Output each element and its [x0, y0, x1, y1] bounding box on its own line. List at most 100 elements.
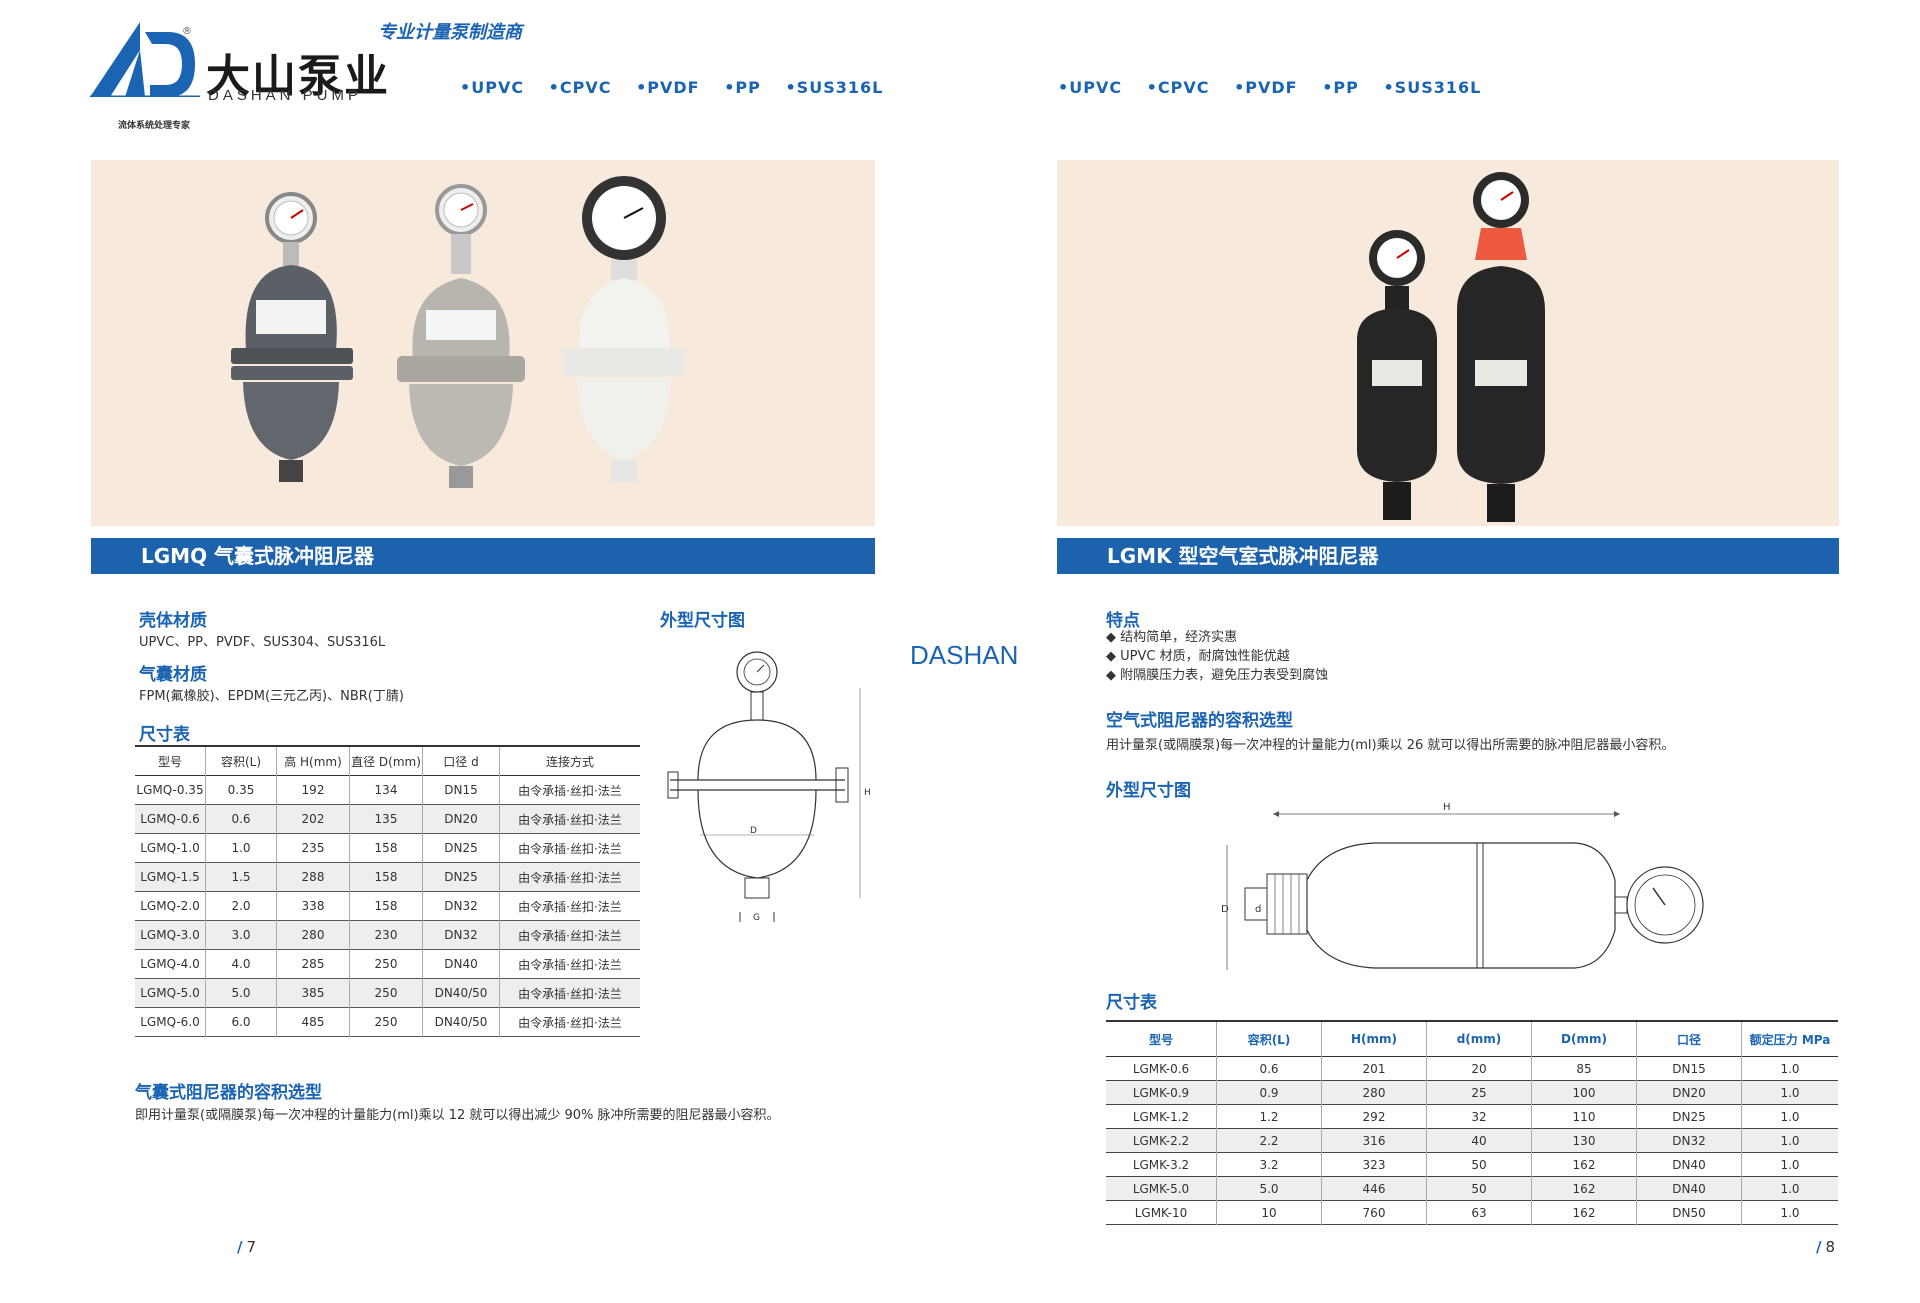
material-item: •PP: [724, 78, 761, 97]
table-cell: DN40: [1636, 1176, 1742, 1201]
table-cell: 162: [1531, 1200, 1637, 1225]
column-header: 连接方式: [545, 754, 594, 769]
lgmq-product-photo: [91, 160, 875, 526]
material-item: •SUS316L: [785, 78, 884, 97]
sub-tagline: 流体系统处理专家: [118, 121, 191, 131]
table-cell: 162: [1531, 1176, 1637, 1201]
lgmk-section-banner: LGMK 型空气室式脉冲阻尼器: [1057, 538, 1839, 574]
column-header: 容积(L): [1216, 1021, 1322, 1057]
bladder-selection-title: 气囊式阻尼器的容积选型: [135, 1083, 322, 1103]
table-cell: 3.2: [1216, 1152, 1322, 1177]
table-cell: 135: [349, 804, 423, 834]
table-cell: LGMK-5.0: [1106, 1176, 1217, 1201]
table-cell: 192: [276, 775, 350, 805]
air-selection-text: 用计量泵(或隔膜泵)每一次冲程的计量能力(ml)乘以 26 就可以得出所需要的脉…: [1106, 738, 1675, 753]
table-cell: 由令承插·丝扣·法兰: [518, 812, 622, 827]
table-cell: 323: [1321, 1152, 1427, 1177]
outline-drawing-title: 外型尺寸图: [660, 611, 745, 631]
table-cell: LGMK-0.9: [1106, 1080, 1217, 1105]
table-cell: 230: [349, 920, 423, 950]
table-header-row: 型号 容积(L) H(mm) d(mm) D(mm) 口径 额定压力 MPa: [1106, 1021, 1838, 1057]
page-number-value: 8: [1825, 1238, 1836, 1256]
table-cell: LGMQ-4.0: [135, 949, 206, 979]
table-cell: 6.0: [205, 1007, 277, 1037]
table-cell: DN50: [1636, 1200, 1742, 1225]
table-cell: 40: [1426, 1128, 1532, 1153]
lgmq-section-banner: LGMQ 气囊式脉冲阻尼器: [91, 538, 875, 574]
feature-item: ◆ 结构简单，经济实惠: [1106, 630, 1238, 645]
material-item: •PP: [1322, 78, 1359, 97]
column-header: H(mm): [1321, 1021, 1427, 1057]
table-cell: 3.0: [205, 920, 277, 950]
table-cell: 100: [1531, 1080, 1637, 1105]
column-header: 容积(L): [205, 746, 277, 776]
table-cell: LGMQ-6.0: [135, 1007, 206, 1037]
table-cell: 85: [1531, 1056, 1637, 1081]
table-cell: 1.0: [1780, 1109, 1800, 1124]
table-cell: 130: [1531, 1128, 1637, 1153]
table-cell: 446: [1321, 1176, 1427, 1201]
table-cell: LGMQ-0.6: [135, 804, 206, 834]
table-cell: 250: [349, 1007, 423, 1037]
table-cell: 0.6: [1216, 1056, 1322, 1081]
table-cell: 485: [276, 1007, 350, 1037]
table-cell: DN15: [1636, 1056, 1742, 1081]
table-cell: LGMQ-2.0: [135, 891, 206, 921]
page-number-right: /8: [1816, 1238, 1836, 1256]
shell-material-title: 壳体材质: [139, 611, 207, 631]
column-header: 额定压力 MPa: [1749, 1032, 1831, 1047]
lgmq-size-table: 型号 容积(L) 高 H(mm) 直径 D(mm) 口径 d 连接方式 LGMQ…: [135, 745, 640, 1037]
material-item: •PVDF: [1234, 78, 1298, 97]
table-cell: 134: [349, 775, 423, 805]
table-cell: 由令承插·丝扣·法兰: [518, 783, 622, 798]
column-header: d(mm): [1426, 1021, 1532, 1057]
bladder-material-text: FPM(氟橡胶)、EPDM(三元乙丙)、NBR(丁腈): [139, 689, 404, 704]
table-cell: 由令承插·丝扣·法兰: [518, 870, 622, 885]
column-header: 口径 d: [422, 746, 500, 776]
table-cell: 250: [349, 949, 423, 979]
diagram-label-h: H: [1443, 802, 1451, 813]
table-cell: 2.2: [1216, 1128, 1322, 1153]
feature-item: ◆ UPVC 材质，耐腐蚀性能优越: [1106, 649, 1290, 664]
dashan-logo-icon: [90, 22, 200, 97]
bladder-dampers-illustration: [231, 176, 685, 488]
table-cell: 158: [349, 891, 423, 921]
registered-mark: ®: [182, 26, 192, 37]
table-cell: DN40/50: [422, 1007, 500, 1037]
table-cell: 0.35: [205, 775, 277, 805]
feature-item: ◆ 附隔膜压力表，避免压力表受到腐蚀: [1106, 668, 1329, 683]
column-header: 高 H(mm): [276, 746, 350, 776]
table-cell: LGMQ-1.5: [135, 862, 206, 892]
table-cell: 158: [349, 862, 423, 892]
table-cell: 1.2: [1216, 1104, 1322, 1129]
table-cell: DN32: [1636, 1128, 1742, 1153]
table-cell: 50: [1426, 1176, 1532, 1201]
table-cell: 110: [1531, 1104, 1637, 1129]
table-cell: 1.0: [1780, 1085, 1800, 1100]
diagram-label-d: D: [750, 826, 757, 836]
table-cell: DN25: [422, 833, 500, 863]
column-header: 口径: [1636, 1021, 1742, 1057]
table-cell: 760: [1321, 1200, 1427, 1225]
diagram-label-g: G: [753, 913, 760, 923]
table-cell: DN25: [1636, 1104, 1742, 1129]
table-cell: 285: [276, 949, 350, 979]
table-cell: LGMK-0.6: [1106, 1056, 1217, 1081]
table-cell: 158: [349, 833, 423, 863]
table-cell: 1.0: [1780, 1133, 1800, 1148]
column-header: 直径 D(mm): [349, 746, 423, 776]
table-cell: LGMQ-5.0: [135, 978, 206, 1008]
table-cell: 202: [276, 804, 350, 834]
table-cell: 162: [1531, 1152, 1637, 1177]
material-item: •UPVC: [1058, 78, 1123, 97]
table-cell: 1.0: [1780, 1157, 1800, 1172]
air-chamber-dampers-illustration: [1357, 172, 1545, 522]
